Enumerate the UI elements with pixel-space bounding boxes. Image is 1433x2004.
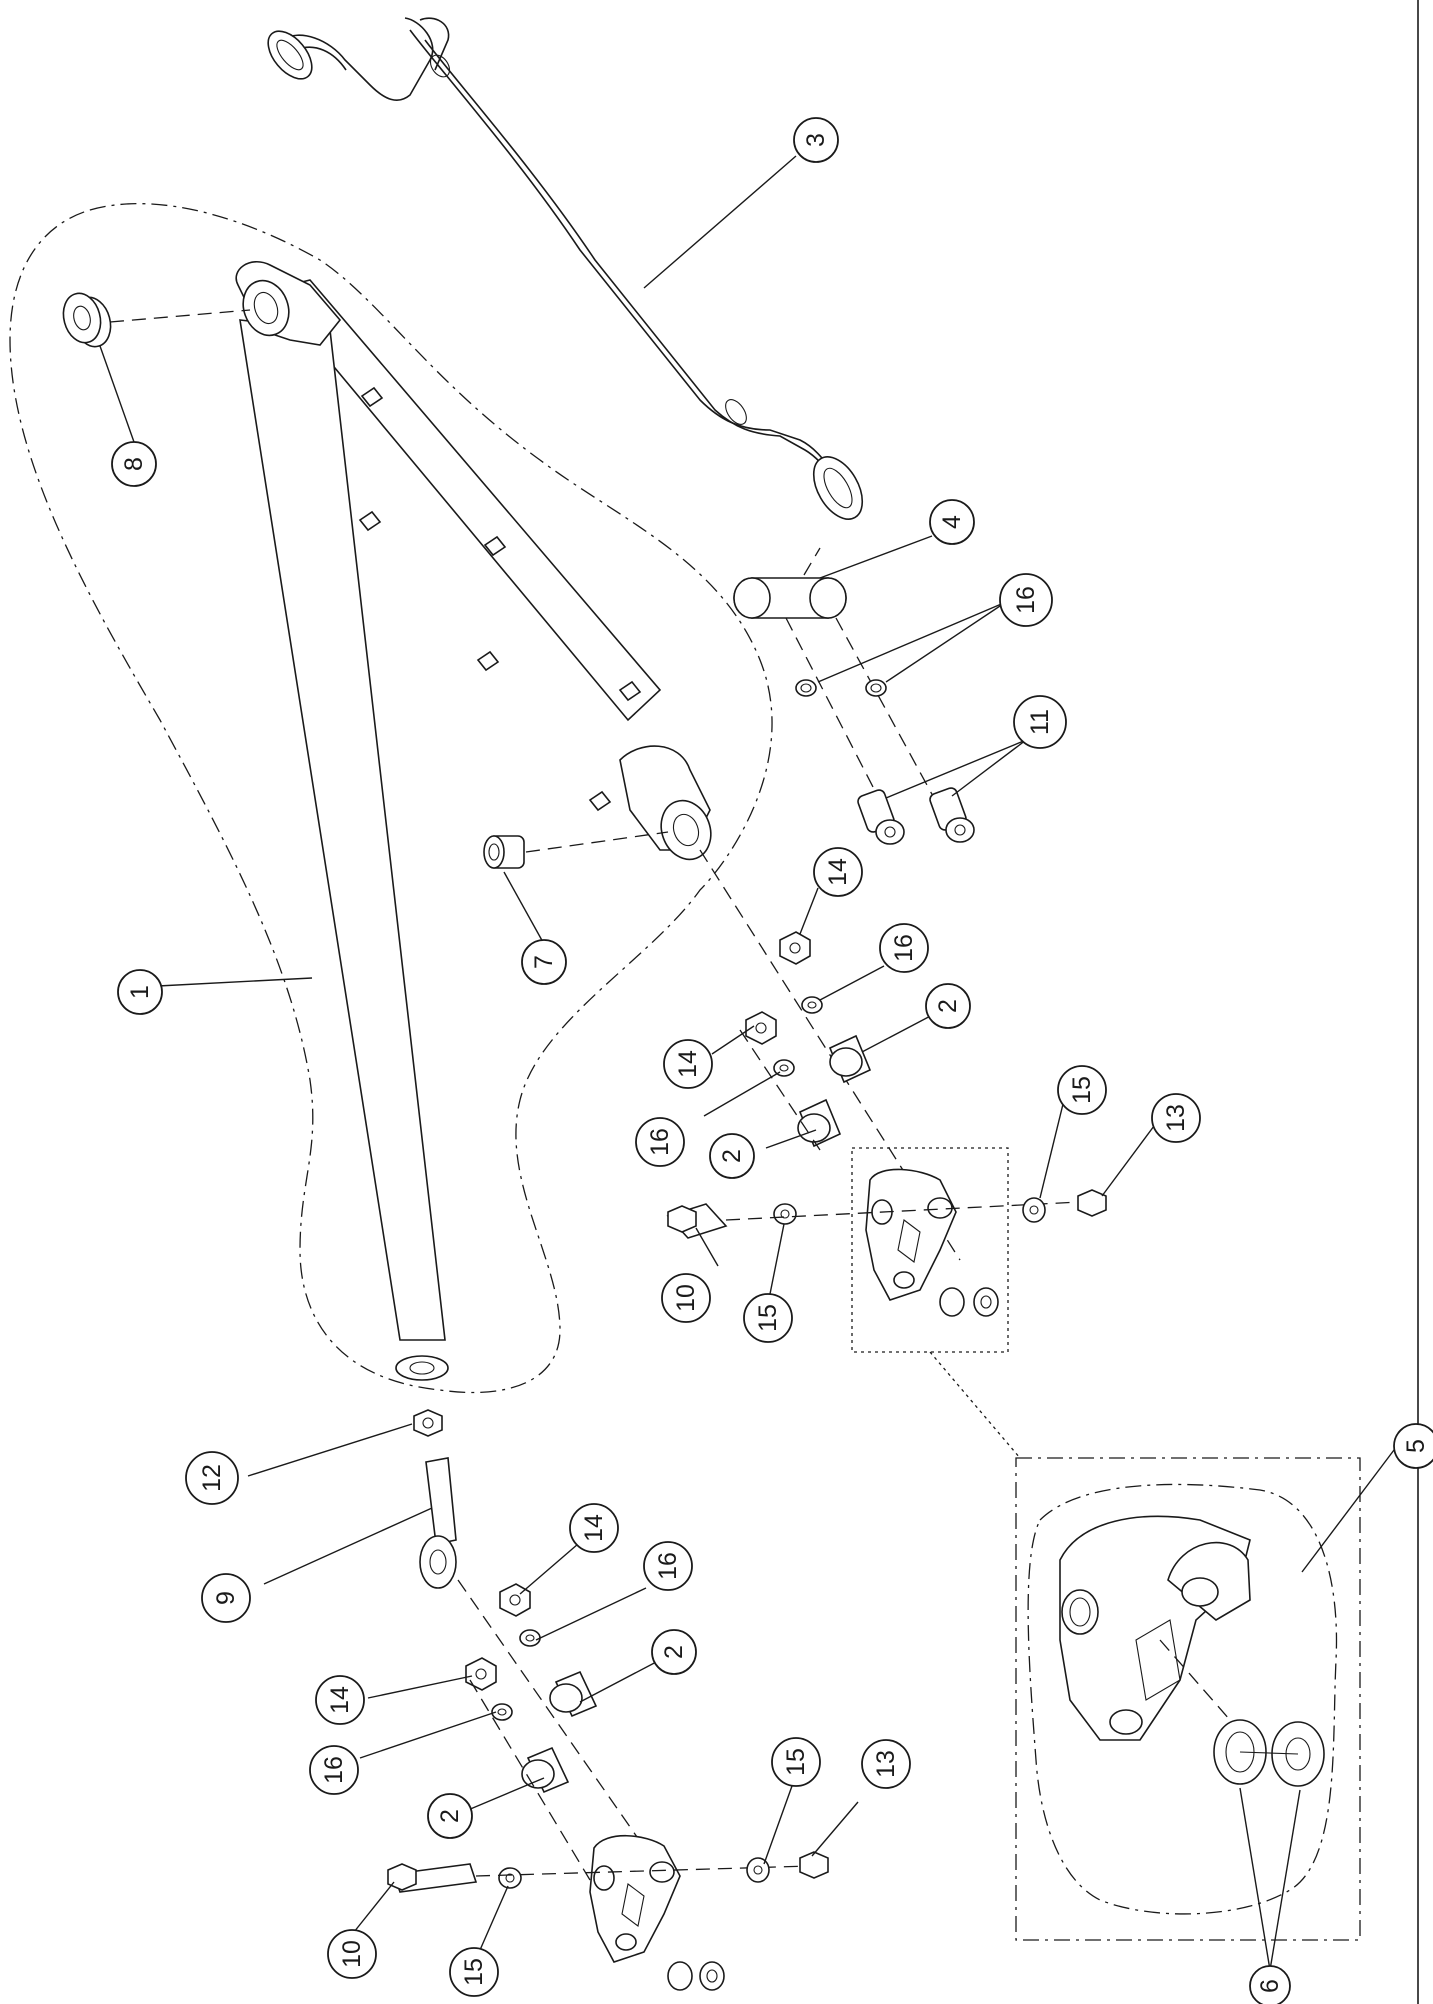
lower-bracket [387,1834,829,1991]
balloon-14: 14 [813,847,863,897]
balloon-13: 13 [861,1739,911,1789]
upper-bracket [666,1147,1107,1353]
balloon-10: 10 [327,1929,377,1979]
balloon-9: 9 [201,1573,251,1623]
svg-text:3: 3 [802,133,830,147]
svg-text:9: 9 [212,1591,240,1605]
balloon-2: 2 [925,983,971,1029]
balloon-11: 11 [1013,695,1067,749]
part-16-washers-upper [795,679,887,697]
balloon-6: 6 [1249,1965,1291,2004]
svg-text:1: 1 [126,985,154,999]
svg-text:4: 4 [938,515,966,529]
balloon-2: 2 [651,1629,697,1675]
balloon-5: 5 [1393,1423,1433,1469]
svg-text:16: 16 [320,1756,348,1784]
balloons: 3 8 4 16 11 7 1 14 16 2 14 16 2 15 13 10… [111,117,1433,2004]
balloon-2: 2 [709,1133,755,1179]
balloon-3: 3 [793,117,839,163]
balloon-13: 13 [1151,1093,1201,1143]
svg-text:15: 15 [460,1958,488,1986]
part-7-bushing [483,831,669,869]
balloon-12: 12 [185,1451,239,1505]
lower-fastener-stack [465,1583,598,1881]
balloon-8: 8 [111,441,157,487]
balloon-16: 16 [999,573,1053,627]
svg-text:10: 10 [672,1284,700,1312]
balloon-10: 10 [661,1273,711,1323]
svg-text:13: 13 [1162,1104,1190,1132]
svg-text:12: 12 [198,1464,226,1492]
upper-fastener-stack [699,849,961,1261]
svg-text:6: 6 [1256,1979,1284,1993]
balloon-14: 14 [569,1503,619,1553]
svg-text:13: 13 [872,1750,900,1778]
svg-text:15: 15 [782,1748,810,1776]
svg-text:7: 7 [530,955,558,969]
balloon-16: 16 [879,923,929,973]
balloon-16: 16 [643,1541,693,1591]
balloon-16: 16 [635,1117,685,1167]
svg-text:2: 2 [718,1149,746,1163]
part-3-bar [267,17,864,520]
leader-lines [99,155,1395,1971]
svg-text:14: 14 [824,858,852,886]
svg-text:14: 14 [580,1514,608,1542]
svg-text:16: 16 [890,934,918,962]
balloon-15: 15 [449,1947,499,1997]
balloon-15: 15 [743,1293,793,1343]
part-4-clamp [733,547,947,821]
part-12-nut [413,1409,443,1437]
balloon-16: 16 [309,1745,359,1795]
balloon-1: 1 [117,969,163,1015]
svg-text:16: 16 [1012,586,1040,614]
svg-text:15: 15 [1068,1076,1096,1104]
balloon-15: 15 [771,1737,821,1787]
part-1-frame [9,203,773,1394]
svg-text:2: 2 [660,1645,688,1659]
svg-text:2: 2 [934,999,962,1013]
svg-text:2: 2 [436,1809,464,1823]
part-11-screws [857,787,975,845]
balloon-14: 14 [315,1675,365,1725]
balloon-2: 2 [427,1793,473,1839]
svg-text:14: 14 [674,1050,702,1078]
svg-text:8: 8 [120,457,148,471]
part-8-bushing [62,292,251,348]
svg-text:16: 16 [646,1128,674,1156]
balloon-7: 7 [521,939,567,985]
part-9-rod-end [419,1457,661,1871]
balloon-14: 14 [663,1039,713,1089]
svg-text:5: 5 [1402,1439,1430,1453]
group-outline-1 [9,203,773,1394]
detail-view [929,1351,1361,1941]
balloon-4: 4 [929,499,975,545]
svg-text:16: 16 [654,1552,682,1580]
svg-text:10: 10 [338,1940,366,1968]
balloon-15: 15 [1057,1065,1107,1115]
svg-text:15: 15 [754,1304,782,1332]
svg-text:14: 14 [326,1686,354,1714]
svg-text:11: 11 [1026,709,1054,735]
